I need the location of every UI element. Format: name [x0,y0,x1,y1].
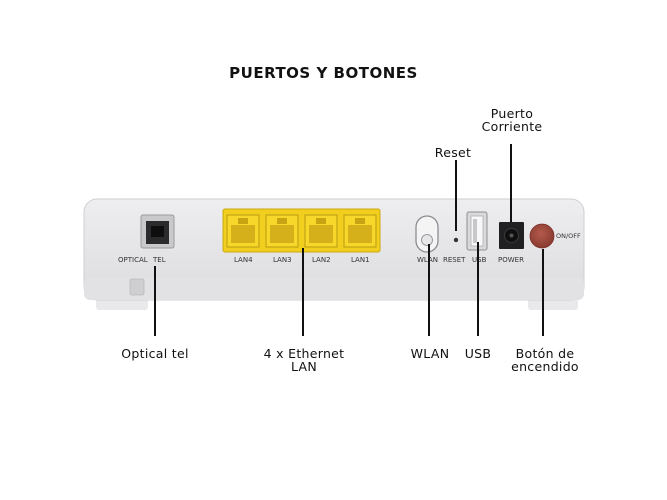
lan-port-block [222,208,381,253]
label-power: POWER [498,256,524,264]
lan-port-3 [265,214,299,248]
power-button [529,223,555,249]
usb-port [466,211,488,251]
cable-clip [129,278,145,296]
wlan-button [415,215,439,253]
label-lan2: LAN2 [312,256,331,264]
label-tel: TEL [152,256,166,264]
callout-puerto-corriente: Puerto Corriente [481,106,543,134]
page-title: PUERTOS Y BOTONES [229,64,418,82]
label-wlan: WLAN [417,256,438,264]
label-lan4: LAN4 [234,256,253,264]
lan-port-4 [226,214,260,248]
callout-reset: Reset [434,145,472,160]
tel-port [140,214,175,249]
callout-boton-encendido: Botón de encendido [511,346,579,374]
callout-optical-tel: Optical tel [121,346,189,361]
callout-usb: USB [464,346,492,361]
lan-port-2 [304,214,338,248]
label-lan3: LAN3 [273,256,292,264]
device-bottom-strip [84,277,584,300]
reset-hole [453,237,459,243]
lan-port-1 [343,214,377,248]
label-onoff: ON/OFF [556,232,581,240]
label-optical: OPTICAL [118,256,148,264]
callout-ethernet-lan: 4 x Ethernet LAN [263,346,345,374]
power-jack [499,222,524,249]
label-usb: USB [472,256,487,264]
callout-wlan: WLAN [410,346,450,361]
label-lan1: LAN1 [351,256,370,264]
label-reset: RESET [443,256,466,264]
